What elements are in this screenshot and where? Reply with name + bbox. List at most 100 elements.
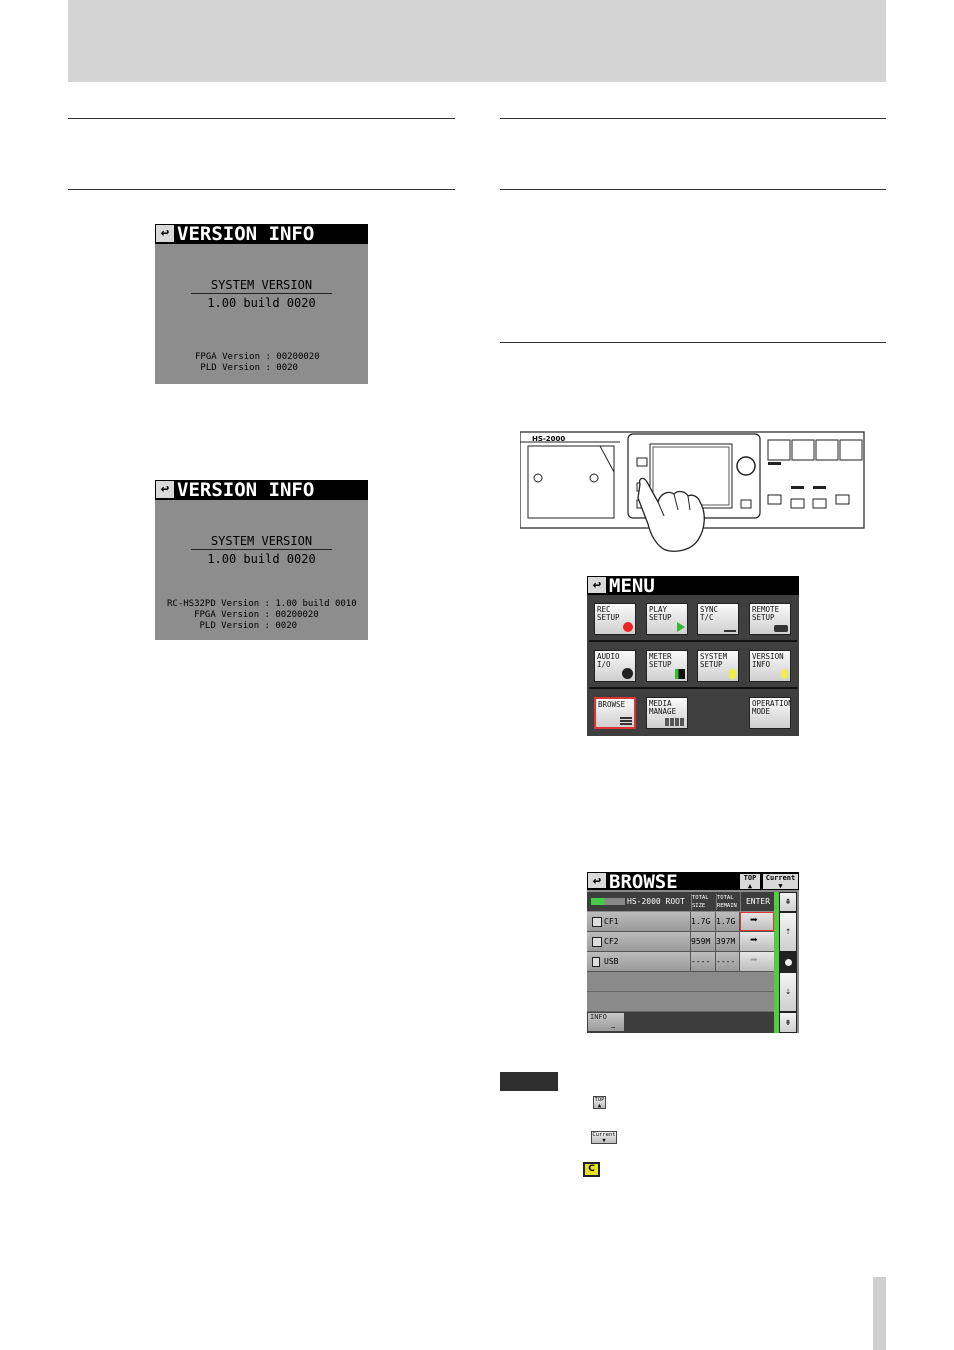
button-label: PLAY SETUP	[649, 605, 672, 622]
media-manage-button[interactable]: MEDIA MANAGE	[646, 697, 688, 729]
title-bar: ↩ VERSION INFO	[155, 223, 368, 245]
hand-icon	[729, 669, 736, 679]
note-label	[500, 1072, 558, 1091]
system-version-label: SYSTEM VERSION	[210, 278, 313, 292]
button-label: VERSION INFO	[752, 652, 784, 669]
usb-icon	[592, 957, 600, 967]
title-bar: ↩ VERSION INFO	[155, 479, 368, 501]
row-size: 1.7G	[690, 912, 716, 931]
pointing-hand-icon	[637, 477, 705, 552]
section-rule	[68, 189, 455, 190]
return-arrow-icon[interactable]: ↩	[588, 577, 606, 593]
browse-screen: ↩ BROWSE TOP▲ Current▼ HS-2000 ROOT TOTA…	[587, 871, 799, 1033]
play-icon	[677, 622, 685, 632]
footer-bar	[587, 1012, 774, 1033]
scroll-top-button[interactable]: ⇞	[779, 892, 797, 912]
fpga-version: FPGA Version : 00200020	[195, 352, 320, 362]
media-meter-icon	[591, 898, 625, 905]
current-button[interactable]: Current▼	[763, 874, 798, 890]
sync-tc-button[interactable]: SYNC T/C	[697, 603, 739, 635]
scroll-indicator	[774, 892, 779, 1033]
button-label: REMOTE SETUP	[752, 605, 780, 622]
section-rule	[68, 118, 455, 119]
top-icon-label: TOP	[594, 1097, 605, 1103]
section-rule	[500, 189, 886, 190]
operation-mode-button[interactable]: OPERATION MODE	[749, 697, 791, 729]
current-folder-icon: C	[583, 1162, 600, 1177]
device-front-panel: HS-2000	[520, 431, 865, 552]
rec-setup-button[interactable]: REC SETUP	[594, 603, 636, 635]
menu-separator	[589, 687, 797, 689]
cf-card-icon	[592, 917, 602, 927]
record-icon	[623, 622, 633, 632]
top-button[interactable]: TOP▲	[740, 874, 760, 890]
media-icon	[665, 718, 685, 726]
info-button[interactable]: INFO …	[588, 1013, 624, 1031]
pld-version: PLD Version : 0020	[167, 621, 298, 631]
info-label: INFO	[590, 1013, 607, 1021]
sync-icon	[724, 625, 736, 632]
return-arrow-icon[interactable]: ↩	[156, 481, 174, 498]
version-info-screen-2: ↩ VERSION INFO SYSTEM VERSION 1.00 build…	[155, 479, 368, 640]
page-side-tab	[873, 1277, 886, 1350]
system-setup-button[interactable]: SYSTEM SETUP	[697, 650, 739, 682]
transport-buttons	[767, 439, 863, 509]
system-version-label: SYSTEM VERSION	[210, 534, 313, 548]
button-label: BROWSE	[598, 700, 626, 709]
button-label: METER SETUP	[649, 652, 672, 669]
pld-version: PLD Version : 0020	[195, 363, 298, 373]
remote-setup-button[interactable]: REMOTE SETUP	[749, 603, 791, 635]
current-label: Current	[765, 874, 796, 882]
section-rule	[500, 342, 886, 343]
total-remain-header: TOTAL REMAIN	[716, 894, 740, 910]
return-arrow-icon[interactable]: ↩	[156, 225, 174, 242]
button-label: OPERATION MODE	[752, 699, 791, 716]
browse-row[interactable]: USB ---- ---- ➡	[587, 952, 774, 972]
right-arrow-icon: ➡	[750, 953, 758, 968]
enter-button[interactable]: ➡	[739, 912, 774, 931]
browse-row[interactable]: CF1 1.7G 1.7G ➡	[587, 912, 774, 932]
scroll-bottom-button[interactable]: ⇟	[779, 1012, 797, 1033]
scroll-page-up-button[interactable]: ⇡	[779, 912, 797, 952]
button-label: SYNC T/C	[700, 605, 719, 622]
divider	[191, 549, 332, 550]
version-info-button[interactable]: VERSION INFO	[749, 650, 791, 682]
section-rule	[500, 118, 886, 119]
audio-io-button[interactable]: AUDIO I/O	[594, 650, 636, 682]
system-version-value: 1.00 build 0020	[207, 552, 316, 566]
browse-button[interactable]: BROWSE	[594, 697, 636, 729]
xlr-icon	[622, 668, 633, 679]
right-arrow-icon: ➡	[750, 913, 758, 928]
question-icon	[781, 669, 788, 679]
empty-row	[587, 992, 774, 1012]
play-setup-button[interactable]: PLAY SETUP	[646, 603, 688, 635]
browse-row[interactable]: CF2 959M 397M ➡	[587, 932, 774, 952]
cf-card-icon	[592, 937, 602, 947]
row-size: 959M	[690, 932, 716, 951]
row-name: USB	[604, 957, 619, 966]
fpga-version: FPGA Version : 00200020	[167, 610, 319, 620]
scroll-page-down-button[interactable]: ⇣	[779, 972, 797, 1012]
browse-header: HS-2000 ROOT TOTAL SIZE TOTAL REMAIN ENT…	[587, 892, 774, 911]
row-remain: 1.7G	[715, 912, 740, 931]
list-icon	[620, 717, 632, 725]
scroll-dot-icon	[784, 959, 792, 966]
top-icon: TOP▲	[593, 1096, 606, 1109]
row-remain: 397M	[715, 932, 740, 951]
return-arrow-icon[interactable]: ↩	[588, 873, 606, 889]
top-label: TOP	[743, 874, 757, 882]
menu-separator	[589, 640, 797, 642]
divider	[191, 293, 332, 294]
enter-header: ENTER	[740, 892, 775, 911]
enter-button[interactable]: ➡	[739, 932, 774, 951]
current-icon-label: Current	[592, 1132, 616, 1138]
menu-screen: ↩ MENU REC SETUP PLAY SETUP SYNC T/C REM…	[587, 575, 799, 736]
scroll-thumb[interactable]	[779, 952, 797, 972]
total-size-header: TOTAL SIZE	[691, 894, 716, 910]
current-icon: Current▼	[591, 1131, 617, 1144]
row-remain: ----	[715, 952, 740, 971]
meter-setup-button[interactable]: METER SETUP	[646, 650, 688, 682]
row-name: CF1	[604, 917, 619, 926]
row-size: ----	[690, 952, 716, 971]
button-label: AUDIO I/O	[597, 652, 620, 669]
